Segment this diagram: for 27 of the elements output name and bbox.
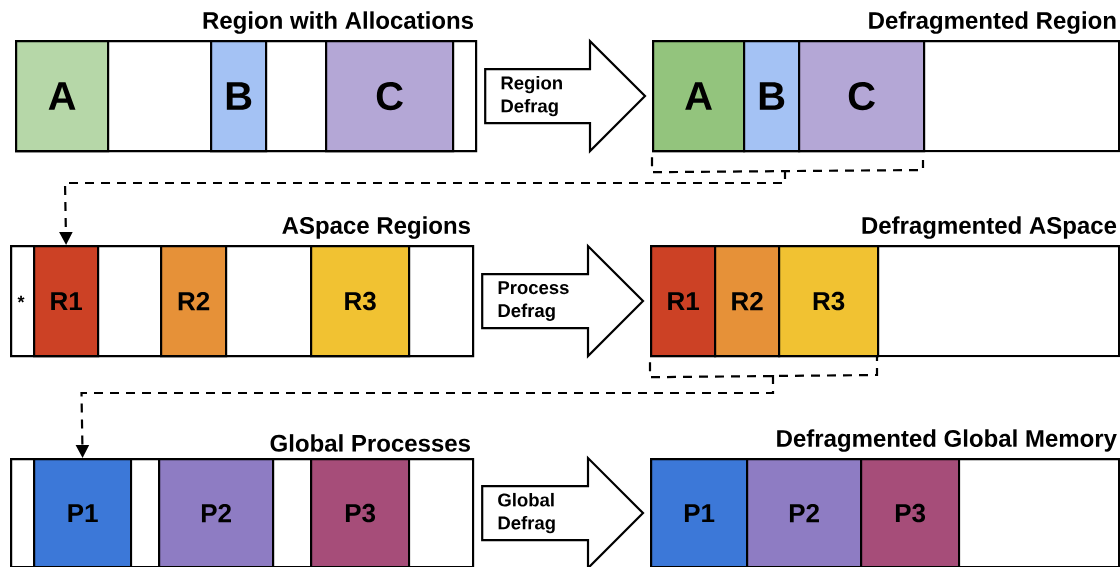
memory-block: P3 xyxy=(860,458,961,567)
memory-block: R2 xyxy=(714,245,781,358)
memory-block: R3 xyxy=(778,245,880,358)
memory-block: A xyxy=(652,40,746,153)
bar-title: Defragmented ASpace xyxy=(862,216,1117,239)
edge-label: Global Defrag xyxy=(498,492,555,534)
memory-block: R1 xyxy=(650,245,717,358)
memory-block: P3 xyxy=(310,458,411,567)
memory-block: B xyxy=(743,40,801,153)
memory-block: P1 xyxy=(33,458,133,567)
bar-title: Defragmented Global Memory xyxy=(777,429,1117,452)
edge-label: Process Defrag xyxy=(498,281,569,321)
memory-block: A xyxy=(15,40,110,153)
memory-block: P2 xyxy=(746,458,863,567)
bar-title: ASpace Regions xyxy=(282,216,470,239)
memory-block: C xyxy=(798,40,926,153)
memory-block: P1 xyxy=(650,458,749,567)
memory-block: R2 xyxy=(160,245,228,358)
memory-block: C xyxy=(325,40,455,153)
bar-title: Defragmented Region xyxy=(869,11,1116,34)
memory-block: B xyxy=(210,40,268,153)
memory-block: R1 xyxy=(33,245,100,358)
bar-title: Global Processes xyxy=(270,434,470,452)
memory-block: P2 xyxy=(158,458,275,567)
memory-block: R3 xyxy=(310,245,411,358)
bar-title: Region with Allocations xyxy=(203,11,474,34)
edge-label: Region Defrag xyxy=(501,75,562,117)
